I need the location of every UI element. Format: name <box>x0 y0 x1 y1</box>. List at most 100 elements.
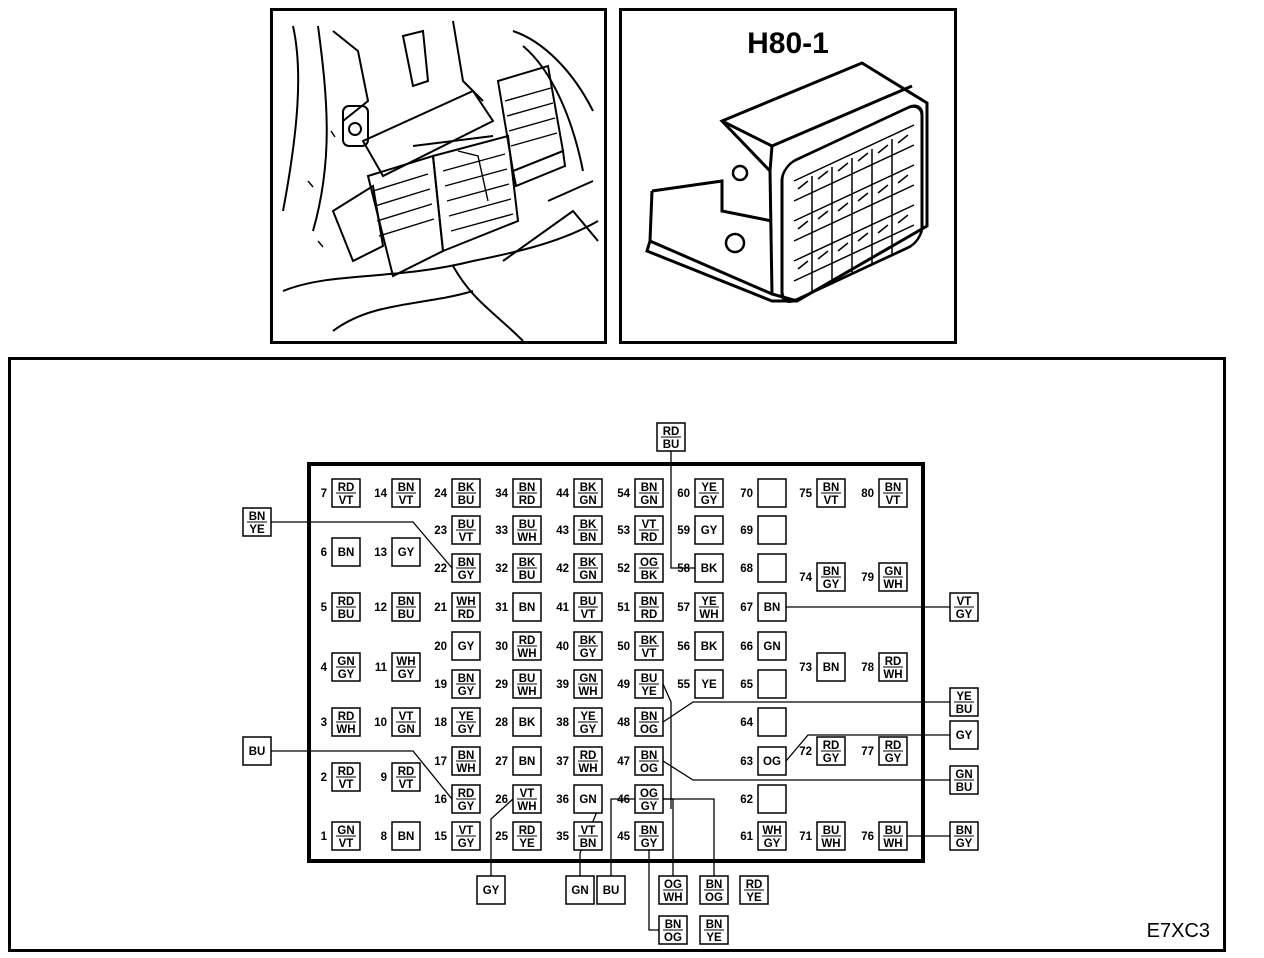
pin-4-color-2: GY <box>338 669 355 681</box>
pin-number: 20 <box>434 641 447 653</box>
external-wire-box <box>565 875 595 905</box>
pin-71-color-1: BU <box>823 825 840 837</box>
pin-33-color-1: BU <box>519 519 536 531</box>
pin-7-color-1: RD <box>338 482 355 494</box>
pin-43-color-1: BK <box>580 519 597 531</box>
pin-37-color-1: RD <box>580 750 597 762</box>
pin-19-color-2: GY <box>458 686 475 698</box>
pin-22-color-1: BN <box>458 557 475 569</box>
external-wire-color-2: YE <box>746 892 762 904</box>
external-wire-color: GY <box>956 730 973 742</box>
pin-8-box <box>391 821 421 851</box>
pin-number: 5 <box>321 602 328 614</box>
pin-76-color-2: WH <box>883 838 902 850</box>
external-wire-color-1: BN <box>706 879 723 891</box>
pin-number: 6 <box>321 547 327 559</box>
external-wire-color-2: BU <box>663 439 680 451</box>
pin-number: 79 <box>861 572 874 584</box>
figure-code: E7XC3 <box>1147 920 1210 942</box>
external-wire-color-2: BU <box>956 782 973 794</box>
pin-number: 11 <box>375 662 388 674</box>
pin-56-color: BK <box>701 641 718 653</box>
pin-51-color-2: RD <box>641 609 658 621</box>
pin-20-box <box>451 631 481 661</box>
pin-number: 58 <box>677 563 690 575</box>
pin-65: 65 <box>740 669 787 699</box>
pin-number: 9 <box>381 772 387 784</box>
pin-17-color-2: WH <box>456 763 475 775</box>
pin-38-color-1: YE <box>580 711 596 723</box>
pin-61-color-1: WH <box>762 825 781 837</box>
pin-25-color-2: YE <box>519 838 535 850</box>
pin-24-color-1: BK <box>458 482 475 494</box>
pin-number: 27 <box>495 756 508 768</box>
connector-outline <box>307 462 925 863</box>
pin-number: 64 <box>740 717 753 729</box>
pin-51-color-1: BN <box>641 596 658 608</box>
pin-number: 10 <box>374 717 387 729</box>
pin-34-color-2: RD <box>519 495 536 507</box>
pin-42-color-1: BK <box>580 557 597 569</box>
connector-title: H80-1 <box>747 27 829 60</box>
pin-number: 74 <box>799 572 812 584</box>
external-wire-36: GN <box>565 875 595 905</box>
pin-15-color-2: GY <box>458 838 475 850</box>
pin-number: 52 <box>617 563 630 575</box>
pin-53-color-1: VT <box>642 519 657 531</box>
pin-46-color-2: GY <box>641 801 658 813</box>
pin-number: 57 <box>677 602 690 614</box>
pin-73-color: BN <box>823 662 840 674</box>
pin-54-color-2: GN <box>640 495 657 507</box>
pin-31-color: BN <box>519 602 536 614</box>
external-wire-16: BU <box>242 736 272 766</box>
pin-number: 44 <box>556 488 569 500</box>
pin-37-color-2: WH <box>578 763 597 775</box>
pin-6-color: BN <box>338 547 355 559</box>
pin-80-color-1: BN <box>885 482 902 494</box>
pin-63-box <box>757 746 787 776</box>
pin-79-color-1: GN <box>884 566 901 578</box>
pin-40-color-1: BK <box>580 635 597 647</box>
pin-35-color-1: VT <box>581 825 596 837</box>
pin-number: 30 <box>495 641 508 653</box>
pin-69: 69 <box>740 515 787 545</box>
pin-number: 43 <box>556 525 569 537</box>
pin-53-color-2: RD <box>641 532 658 544</box>
pin-68-box <box>757 553 787 583</box>
pin-59-color: GY <box>701 525 718 537</box>
external-wire-color-2: YE <box>249 524 265 536</box>
pin-number: 15 <box>434 831 447 843</box>
pin-74-color-2: GY <box>823 579 840 591</box>
external-wire-color-2: OG <box>705 892 723 904</box>
pin-19-color-1: BN <box>458 673 475 685</box>
pin-number: 55 <box>677 679 690 691</box>
pin-58-box <box>694 553 724 583</box>
pin-number: 80 <box>861 488 874 500</box>
